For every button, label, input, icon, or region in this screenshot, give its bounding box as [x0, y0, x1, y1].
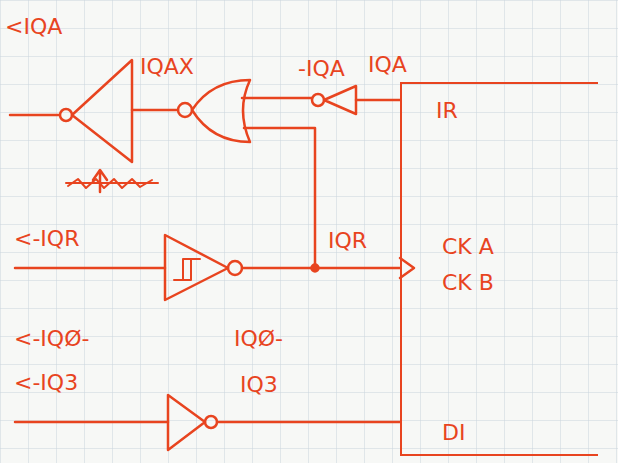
wire	[217, 421, 400, 424]
wire	[10, 114, 59, 117]
signal-name: <IQA	[5, 14, 62, 40]
pin-name: IR	[436, 98, 458, 124]
inversion-bubble	[312, 94, 324, 106]
signal-name: <-IQ3	[14, 370, 78, 396]
wire	[242, 267, 400, 270]
inversion-bubble	[178, 103, 192, 117]
nor-gate-symbol	[192, 80, 250, 142]
signal-name: IQA	[368, 52, 407, 78]
wire	[132, 109, 178, 112]
flip-flop-box: IR CK A CK B DI	[400, 82, 598, 456]
signal-name: IQ3	[240, 372, 278, 398]
wire	[356, 99, 400, 102]
wire	[242, 97, 312, 100]
inverter-symbol	[168, 395, 205, 450]
inverter-symbol	[324, 86, 356, 114]
inversion-bubble	[60, 109, 72, 121]
wire	[15, 267, 165, 270]
buffer-symbol	[72, 60, 132, 162]
pin-name: DI	[442, 420, 465, 446]
signal-name: <-IQØ-	[14, 326, 89, 352]
clock-symbol	[400, 258, 414, 278]
inversion-bubble	[228, 261, 242, 275]
inversion-bubble	[205, 416, 217, 428]
signal-name: <-IQR	[14, 226, 79, 252]
signal-name: IQØ-	[234, 326, 283, 352]
struck-out-note	[66, 179, 158, 188]
pin-name: CK B	[442, 270, 494, 296]
wire	[15, 421, 168, 424]
pin-name: CK A	[442, 234, 494, 260]
signal-name: -IQA	[298, 56, 345, 82]
hysteresis-symbol	[174, 259, 200, 280]
wire	[244, 128, 315, 268]
signal-name: IQR	[328, 228, 367, 254]
signal-name: IQAX	[140, 54, 194, 80]
schmitt-inverter-symbol	[165, 235, 228, 300]
